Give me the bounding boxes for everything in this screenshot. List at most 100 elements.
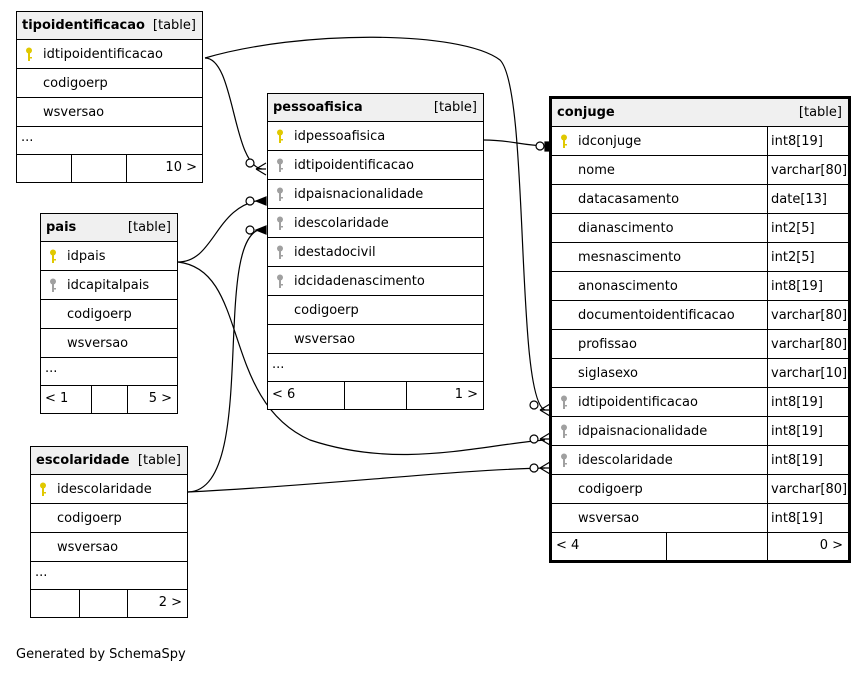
column-row[interactable]: idtipoidentificacao int8[19]: [552, 388, 848, 417]
foreign-key-icon: [277, 216, 283, 230]
column-name: idpaisnacionalidade: [578, 424, 708, 439]
nav-left-count: < 6: [272, 387, 296, 402]
column-row[interactable]: idpaisnacionalidade: [268, 180, 483, 209]
column-row[interactable]: codigoerp: [41, 300, 177, 329]
nav-left-cell[interactable]: < 4: [552, 533, 666, 560]
edge-end-circle: [535, 141, 545, 151]
column-row[interactable]: wsversao: [17, 98, 202, 127]
nav-middle-cell: [344, 382, 406, 409]
column-row[interactable]: idtipoidentificacao: [268, 151, 483, 180]
column-row[interactable]: wsversao: [41, 329, 177, 358]
foreign-key-icon: [561, 395, 567, 409]
column-name: anonascimento: [578, 279, 678, 294]
column-type: int8[19]: [767, 272, 848, 300]
more-columns: ...: [268, 354, 483, 382]
column-type: int2[5]: [767, 243, 848, 271]
table-name: tipoidentificacao: [22, 18, 145, 33]
column-row[interactable]: wsversao: [268, 325, 483, 354]
nav-left-cell[interactable]: [17, 155, 71, 182]
column-name: idescolaridade: [294, 216, 389, 231]
edge-tipoidentificacao-pessoafisica: [204, 57, 263, 170]
edge-crowfoot: [539, 461, 551, 475]
edge-escolaridade-pessoafisica: [187, 228, 263, 493]
edge-end-circle: [245, 196, 255, 206]
column-name: idestadocivil: [294, 245, 376, 260]
nav-middle-cell: [71, 155, 126, 182]
column-name: mesnascimento: [578, 250, 682, 265]
table-name: escolaridade: [36, 453, 130, 468]
column-name: idtipoidentificacao: [578, 395, 698, 410]
column-type: int8[19]: [767, 127, 848, 155]
table-type: [table]: [137, 453, 181, 468]
column-type: int8[19]: [767, 388, 848, 416]
column-row[interactable]: idpessoafisica: [268, 122, 483, 151]
foreign-key-icon: [277, 158, 283, 172]
table-type: [table]: [152, 18, 196, 33]
column-row[interactable]: idcidadenascimento: [268, 267, 483, 296]
nav-right-count: 2 >: [158, 595, 182, 610]
nav-left-cell[interactable]: < 1: [41, 386, 91, 413]
column-row[interactable]: codigoerp: [31, 504, 187, 533]
column-name: wsversao: [43, 105, 105, 120]
table-escolaridade[interactable]: escolaridade [table] idescolaridade codi…: [30, 446, 188, 618]
foreign-key-icon: [277, 187, 283, 201]
nav-left-count: < 4: [556, 538, 580, 553]
more-columns: ...: [41, 358, 177, 386]
primary-key-icon: [40, 482, 46, 496]
column-row[interactable]: idpaisnacionalidade int8[19]: [552, 417, 848, 446]
table-tipoidentificacao[interactable]: tipoidentificacao [table] idtipoidentifi…: [16, 11, 203, 183]
column-row[interactable]: idcapitalpais: [41, 271, 177, 300]
table-header: escolaridade [table]: [31, 447, 187, 475]
edge-pais-conjuge: [177, 261, 546, 456]
table-pais[interactable]: pais [table] idpais idcapitalpais codigo…: [40, 213, 178, 414]
nav-middle-cell: [91, 386, 127, 413]
column-row[interactable]: idescolaridade: [268, 209, 483, 238]
nav-left-cell[interactable]: < 6: [268, 382, 344, 409]
foreign-key-icon: [277, 245, 283, 259]
column-row[interactable]: idescolaridade: [31, 475, 187, 504]
column-name: codigoerp: [43, 76, 108, 91]
column-row[interactable]: idtipoidentificacao: [17, 40, 202, 69]
column-row[interactable]: idpais: [41, 242, 177, 271]
column-row[interactable]: mesnascimento int2[5]: [552, 243, 848, 272]
nav-right-cell[interactable]: 1 >: [406, 382, 483, 409]
column-name: wsversao: [578, 511, 640, 526]
table-header: conjuge [table]: [552, 99, 848, 127]
nav-left-cell[interactable]: [31, 590, 79, 617]
column-name: idpessoafisica: [294, 129, 386, 144]
table-type: [table]: [798, 105, 842, 120]
table-type: [table]: [433, 100, 477, 115]
nav-right-cell[interactable]: 2 >: [127, 590, 187, 617]
nav-right-cell[interactable]: 10 >: [126, 155, 202, 182]
column-name: codigoerp: [294, 303, 359, 318]
column-name: nome: [578, 163, 615, 178]
column-type: int8[19]: [767, 417, 848, 445]
column-row[interactable]: idestadocivil: [268, 238, 483, 267]
column-type: varchar[80]: [767, 301, 848, 329]
edge-crowfoot: [539, 432, 551, 446]
table-pessoafisica[interactable]: pessoafisica [table] idpessoafisica idti…: [267, 93, 484, 410]
column-row[interactable]: wsversao: [31, 533, 187, 562]
nav-right-count: 10 >: [165, 160, 197, 175]
nav-right-cell[interactable]: 0 >: [767, 533, 848, 560]
edge-crowfoot: [255, 162, 267, 176]
table-name: pais: [46, 220, 77, 235]
foreign-key-icon: [277, 274, 283, 288]
column-row[interactable]: codigoerp: [17, 69, 202, 98]
column-row[interactable]: anonascimento int8[19]: [552, 272, 848, 301]
nav-right-cell[interactable]: 5 >: [127, 386, 177, 413]
column-row[interactable]: codigoerp: [268, 296, 483, 325]
column-name: idescolaridade: [578, 453, 673, 468]
table-footer: 2 >: [31, 590, 187, 617]
